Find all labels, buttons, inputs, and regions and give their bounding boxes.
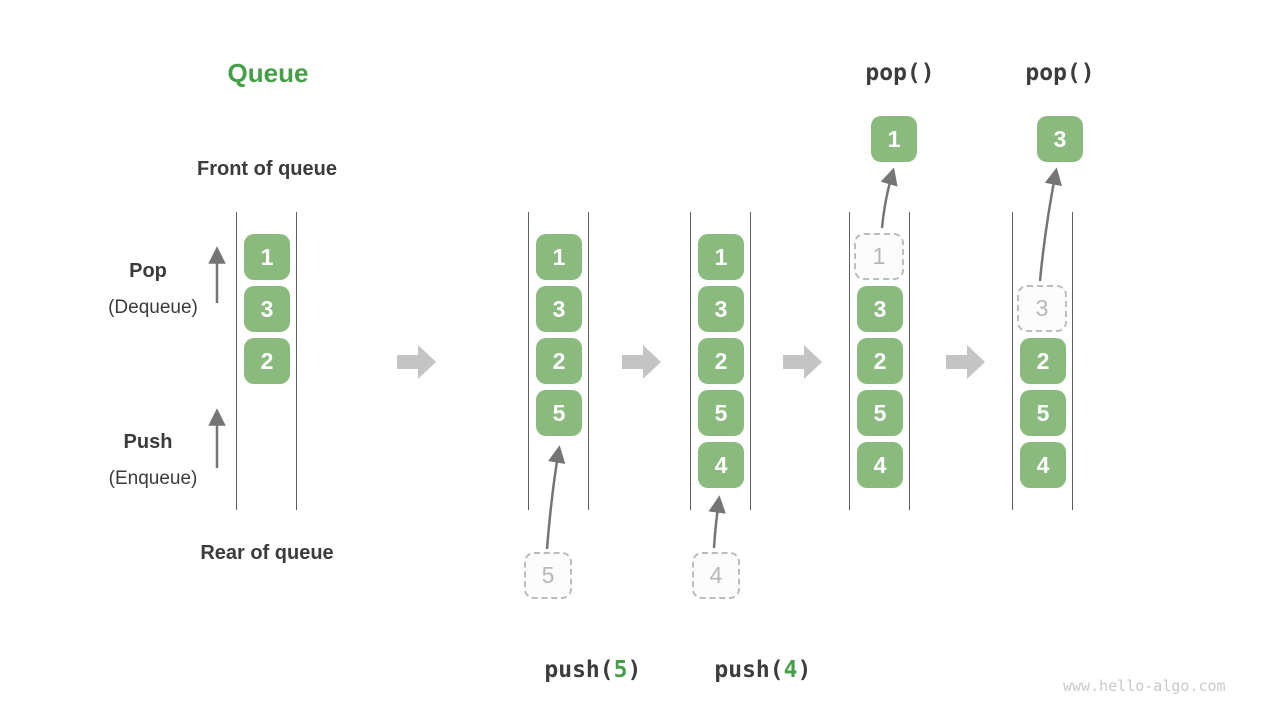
queue-cell: 2 — [698, 338, 744, 384]
pushed-value-placeholder: 4 — [692, 552, 740, 599]
removed-value-placeholder: 1 — [854, 233, 904, 280]
popped-value-cell: 1 — [871, 116, 917, 162]
push-5-operation-label: push(5) — [489, 631, 641, 709]
pop-operation-label: pop() — [1025, 60, 1095, 86]
queue-cell: 5 — [536, 390, 582, 436]
pop-operation-label: pop() — [865, 60, 935, 86]
queue-cell: 3 — [536, 286, 582, 332]
queue-cell: 3 — [857, 286, 903, 332]
dequeue-alias-label: (Dequeue) — [108, 297, 198, 318]
push-4-prefix: push( — [714, 657, 784, 683]
pushed-value-placeholder: 5 — [524, 552, 572, 599]
queue-cell: 2 — [857, 338, 903, 384]
state-transition-arrow-icon — [622, 345, 661, 379]
rear-of-queue-label: Rear of queue — [200, 542, 334, 564]
queue-track-state4 — [849, 212, 910, 510]
queue-track-state1 — [236, 212, 297, 510]
queue-cell: 2 — [244, 338, 290, 384]
state-transition-arrow-icon — [946, 345, 985, 379]
push-4-operation-label: push(4) — [659, 631, 811, 709]
queue-cell: 1 — [536, 234, 582, 280]
popped-value-cell: 3 — [1037, 116, 1083, 162]
queue-cell: 2 — [1020, 338, 1066, 384]
push-label: Push — [123, 431, 173, 453]
state-transition-arrow-icon — [783, 345, 822, 379]
push-4-suffix: ) — [797, 657, 812, 683]
removed-value-placeholder: 3 — [1017, 285, 1067, 332]
queue-cell: 4 — [698, 442, 744, 488]
queue-cell: 3 — [244, 286, 290, 332]
front-of-queue-label: Front of queue — [197, 158, 337, 180]
queue-cell: 3 — [698, 286, 744, 332]
queue-track-state5 — [1012, 212, 1073, 510]
pop-label: Pop — [129, 260, 167, 282]
diagram-title: Queue — [227, 58, 309, 88]
queue-track-state2 — [528, 212, 589, 510]
queue-cell: 4 — [1020, 442, 1066, 488]
queue-cell: 5 — [698, 390, 744, 436]
queue-cell: 4 — [857, 442, 903, 488]
queue-cell: 1 — [698, 234, 744, 280]
queue-track-state3 — [690, 212, 751, 510]
push-5-argument: 5 — [613, 657, 628, 683]
queue-cell: 1 — [244, 234, 290, 280]
site-watermark: www.hello-algo.com — [1063, 677, 1226, 695]
push-5-prefix: push( — [544, 657, 614, 683]
state-transition-arrow-icon — [397, 345, 436, 379]
queue-cell: 5 — [1020, 390, 1066, 436]
queue-cell: 5 — [857, 390, 903, 436]
push-5-suffix: ) — [627, 657, 642, 683]
queue-cell: 2 — [536, 338, 582, 384]
enqueue-alias-label: (Enqueue) — [108, 468, 198, 489]
push-4-argument: 4 — [783, 657, 798, 683]
